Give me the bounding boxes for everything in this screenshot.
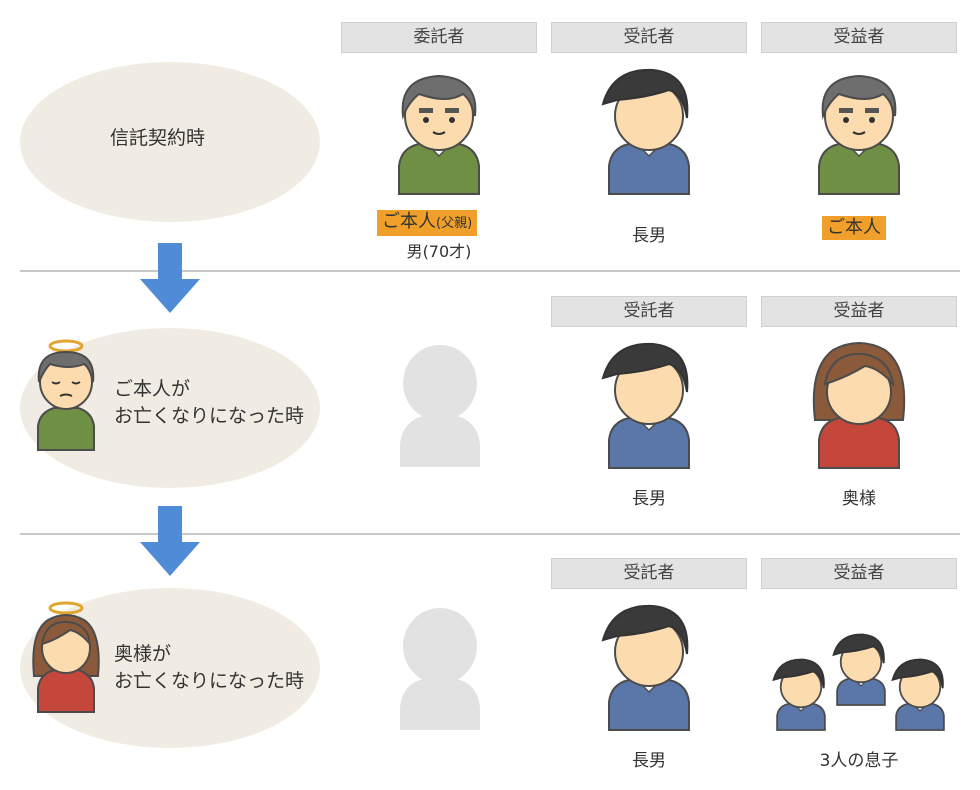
- son-icon: [772, 658, 826, 731]
- stage3-label: 奥様が お亡くなりになった時: [114, 641, 304, 695]
- stage1-settlor-tag: ご本人(父親): [377, 210, 478, 236]
- stage2-label-line2: お亡くなりになった時: [114, 405, 305, 427]
- stage3-beneficiary-name: 3人の息子: [819, 751, 899, 771]
- eldest-son-icon: [601, 68, 690, 195]
- stage2-trustee-name: 長男: [632, 489, 666, 509]
- stage2-label-line1: ご本人が: [114, 378, 191, 400]
- eldest-son-icon: [601, 342, 690, 469]
- empty-silhouette-icon: [400, 608, 480, 730]
- deceased-father-icon: [37, 339, 95, 451]
- stage1-header-settlor: 委託者: [341, 22, 537, 53]
- stage2-beneficiary-name: 奥様: [842, 489, 876, 509]
- stage1-beneficiary-tag: ご本人: [822, 216, 886, 240]
- stage3-header-beneficiary: 受益者: [761, 558, 957, 589]
- father-icon: [818, 74, 900, 195]
- stage1-header-trustee: 受託者: [551, 22, 747, 53]
- stage1-trustee-name: 長男: [632, 226, 666, 246]
- stage1-label: 信託契約時: [110, 127, 206, 149]
- father-icon: [398, 74, 480, 195]
- stage3-label-line2: お亡くなりになった時: [114, 670, 305, 692]
- stage2-label: ご本人が お亡くなりになった時: [114, 376, 304, 430]
- stage3-header-trustee: 受託者: [551, 558, 747, 589]
- stage1-ellipse: [20, 62, 320, 222]
- down-arrow-icon: [140, 506, 200, 576]
- stage2-header-trustee: 受託者: [551, 296, 747, 327]
- divider: [20, 270, 960, 272]
- son-icon: [891, 658, 945, 731]
- wife-icon: [812, 342, 906, 469]
- stage3-label-line1: 奥様が: [114, 643, 172, 665]
- empty-silhouette-icon: [400, 345, 480, 467]
- son-icon: [832, 633, 886, 706]
- stage2-header-beneficiary: 受益者: [761, 296, 957, 327]
- stage1-header-beneficiary: 受益者: [761, 22, 957, 53]
- divider: [20, 533, 960, 535]
- deceased-wife-icon: [32, 601, 100, 713]
- eldest-son-icon: [601, 604, 690, 731]
- stage1-settlor-note: 男(70才): [406, 242, 472, 261]
- stage3-trustee-name: 長男: [632, 751, 666, 771]
- down-arrow-icon: [140, 243, 200, 313]
